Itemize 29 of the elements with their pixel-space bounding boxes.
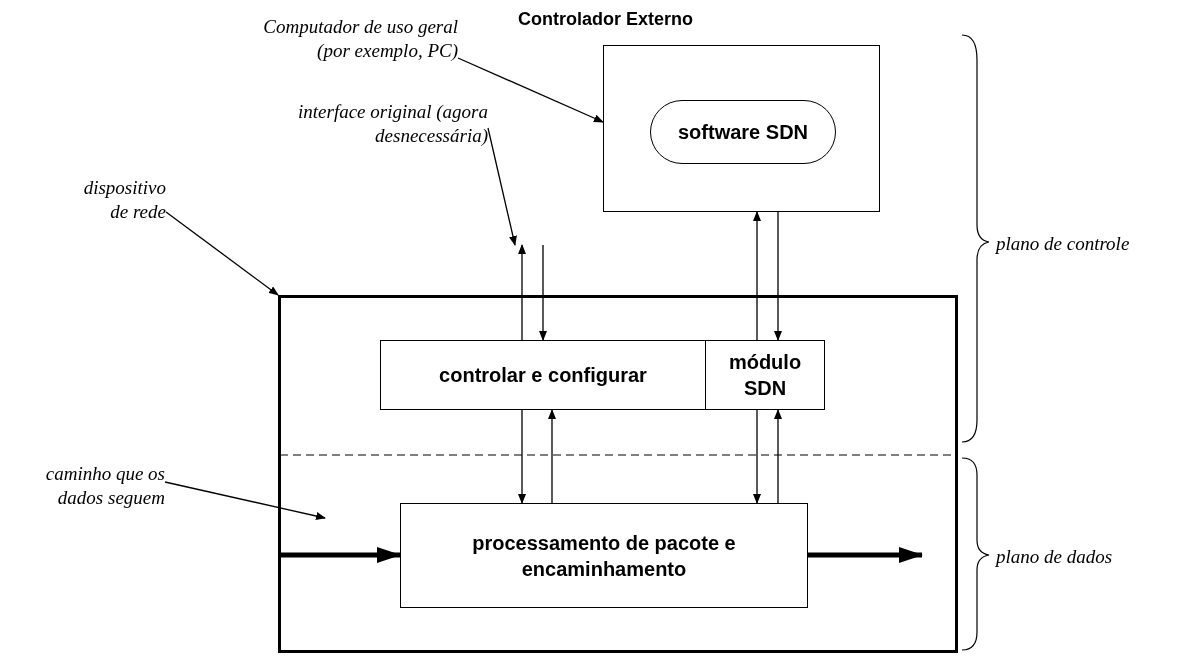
box-label: controlar e configurar (439, 363, 647, 388)
callout-text: caminho que os dados seguem (44, 462, 165, 510)
arrow (518, 244, 526, 341)
controller-heading: Controlador Externo (518, 8, 693, 31)
callout-text: dispositivo de rede (82, 176, 166, 224)
arrow (487, 127, 517, 246)
plane-label: plano de controle (996, 232, 1130, 256)
arrow (164, 481, 326, 520)
arrow (548, 409, 556, 504)
plane-label: plano de dados (996, 545, 1113, 569)
arrow (539, 244, 547, 341)
arrow (774, 211, 782, 341)
device-box (278, 295, 958, 653)
arrow (753, 211, 761, 341)
arrow (457, 57, 604, 123)
module-box (380, 340, 706, 410)
thick-arrow (808, 547, 923, 563)
arrow (165, 211, 279, 296)
box-label: software SDN (678, 120, 808, 145)
box-label: processamento de pacote e encaminhamento (471, 530, 737, 582)
module-box (705, 340, 825, 410)
arrow (518, 409, 526, 504)
callout-text: interface original (agora desnecessária) (297, 100, 488, 148)
arrow (774, 409, 782, 504)
arrow (753, 409, 761, 504)
callout-text: Computador de uso geral (por exemplo, PC) (262, 15, 458, 63)
thick-arrow (280, 547, 401, 563)
module-box (400, 503, 808, 608)
box-label: módulo SDN (727, 350, 803, 401)
